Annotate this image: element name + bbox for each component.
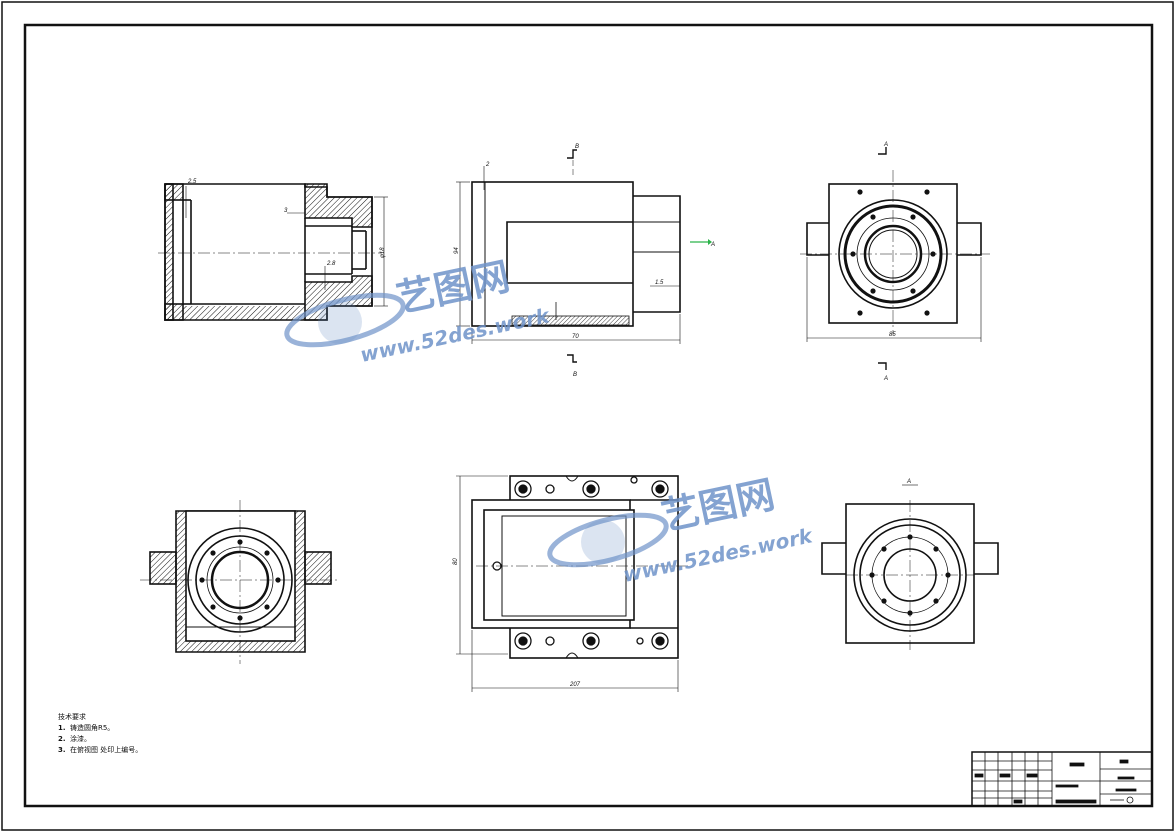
title-block [971,751,1153,807]
watermark-brand-2: 艺图网 [658,472,779,539]
inner-frame [23,23,1154,808]
view-bottom-middle-top [456,475,690,692]
dim-207: 207 [569,682,581,688]
label-a-top: A [883,142,888,148]
label-a-arrow: A [710,242,715,248]
note-text-1: 铸造圆角R5。 [69,724,115,732]
green-arrowhead [708,239,712,245]
technical-requirements: 技术要求 1. 铸造圆角R5。 2. 涂漆。 3. 在俯视图 处印上编号。 [58,712,142,756]
watermark-brand-1: 艺图网 [393,254,514,321]
view-middle-front [456,149,681,363]
dim-80: 80 [453,558,459,565]
label-a-view: A [906,479,911,485]
bottom-left-bolt-holes [199,539,281,621]
dim-2-top: 2 [485,162,490,168]
view-right-side [800,147,990,370]
note-item-3: 3. 在俯视图 处印上编号。 [58,745,142,756]
watermark-1: 艺图网 www.52des.work [284,254,553,367]
note-num-3: 3. [58,746,66,754]
note-text-2: 涂漆。 [69,735,91,743]
label-a-bottom: A [883,376,888,382]
note-num-2: 2. [58,735,66,743]
note-num-1: 1. [58,724,66,732]
dim-2-8: 2.8 [326,261,336,267]
note-item-1: 1. 铸造圆角R5。 [58,723,142,734]
dim-94: 94 [454,247,460,254]
dim-3: 3 [284,208,288,214]
dim-70: 70 [572,334,579,340]
note-item-2: 2. 涂漆。 [58,734,142,745]
label-b-top: B [575,144,579,150]
view-bottom-left-section [140,500,340,664]
dim-2-5: 2.5 [187,179,197,185]
view-bottom-right-a [821,484,999,650]
dim-phi18: φ18 [380,247,386,258]
note-text-3: 在俯视图 处印上编号。 [69,746,143,754]
watermark-url-1: www.52des.work [358,303,553,367]
label-b-bottom: B [573,372,577,378]
bottom-middle-bolts [492,476,669,650]
right-view-bolt-holes [850,189,936,316]
notes-title: 技术要求 [58,713,86,721]
dim-1-5: 1.5 [655,280,664,286]
bottom-right-bolt-holes [869,534,951,616]
watermark-url-2: www.52des.work [621,523,816,587]
dim-85: 85 [889,332,896,338]
